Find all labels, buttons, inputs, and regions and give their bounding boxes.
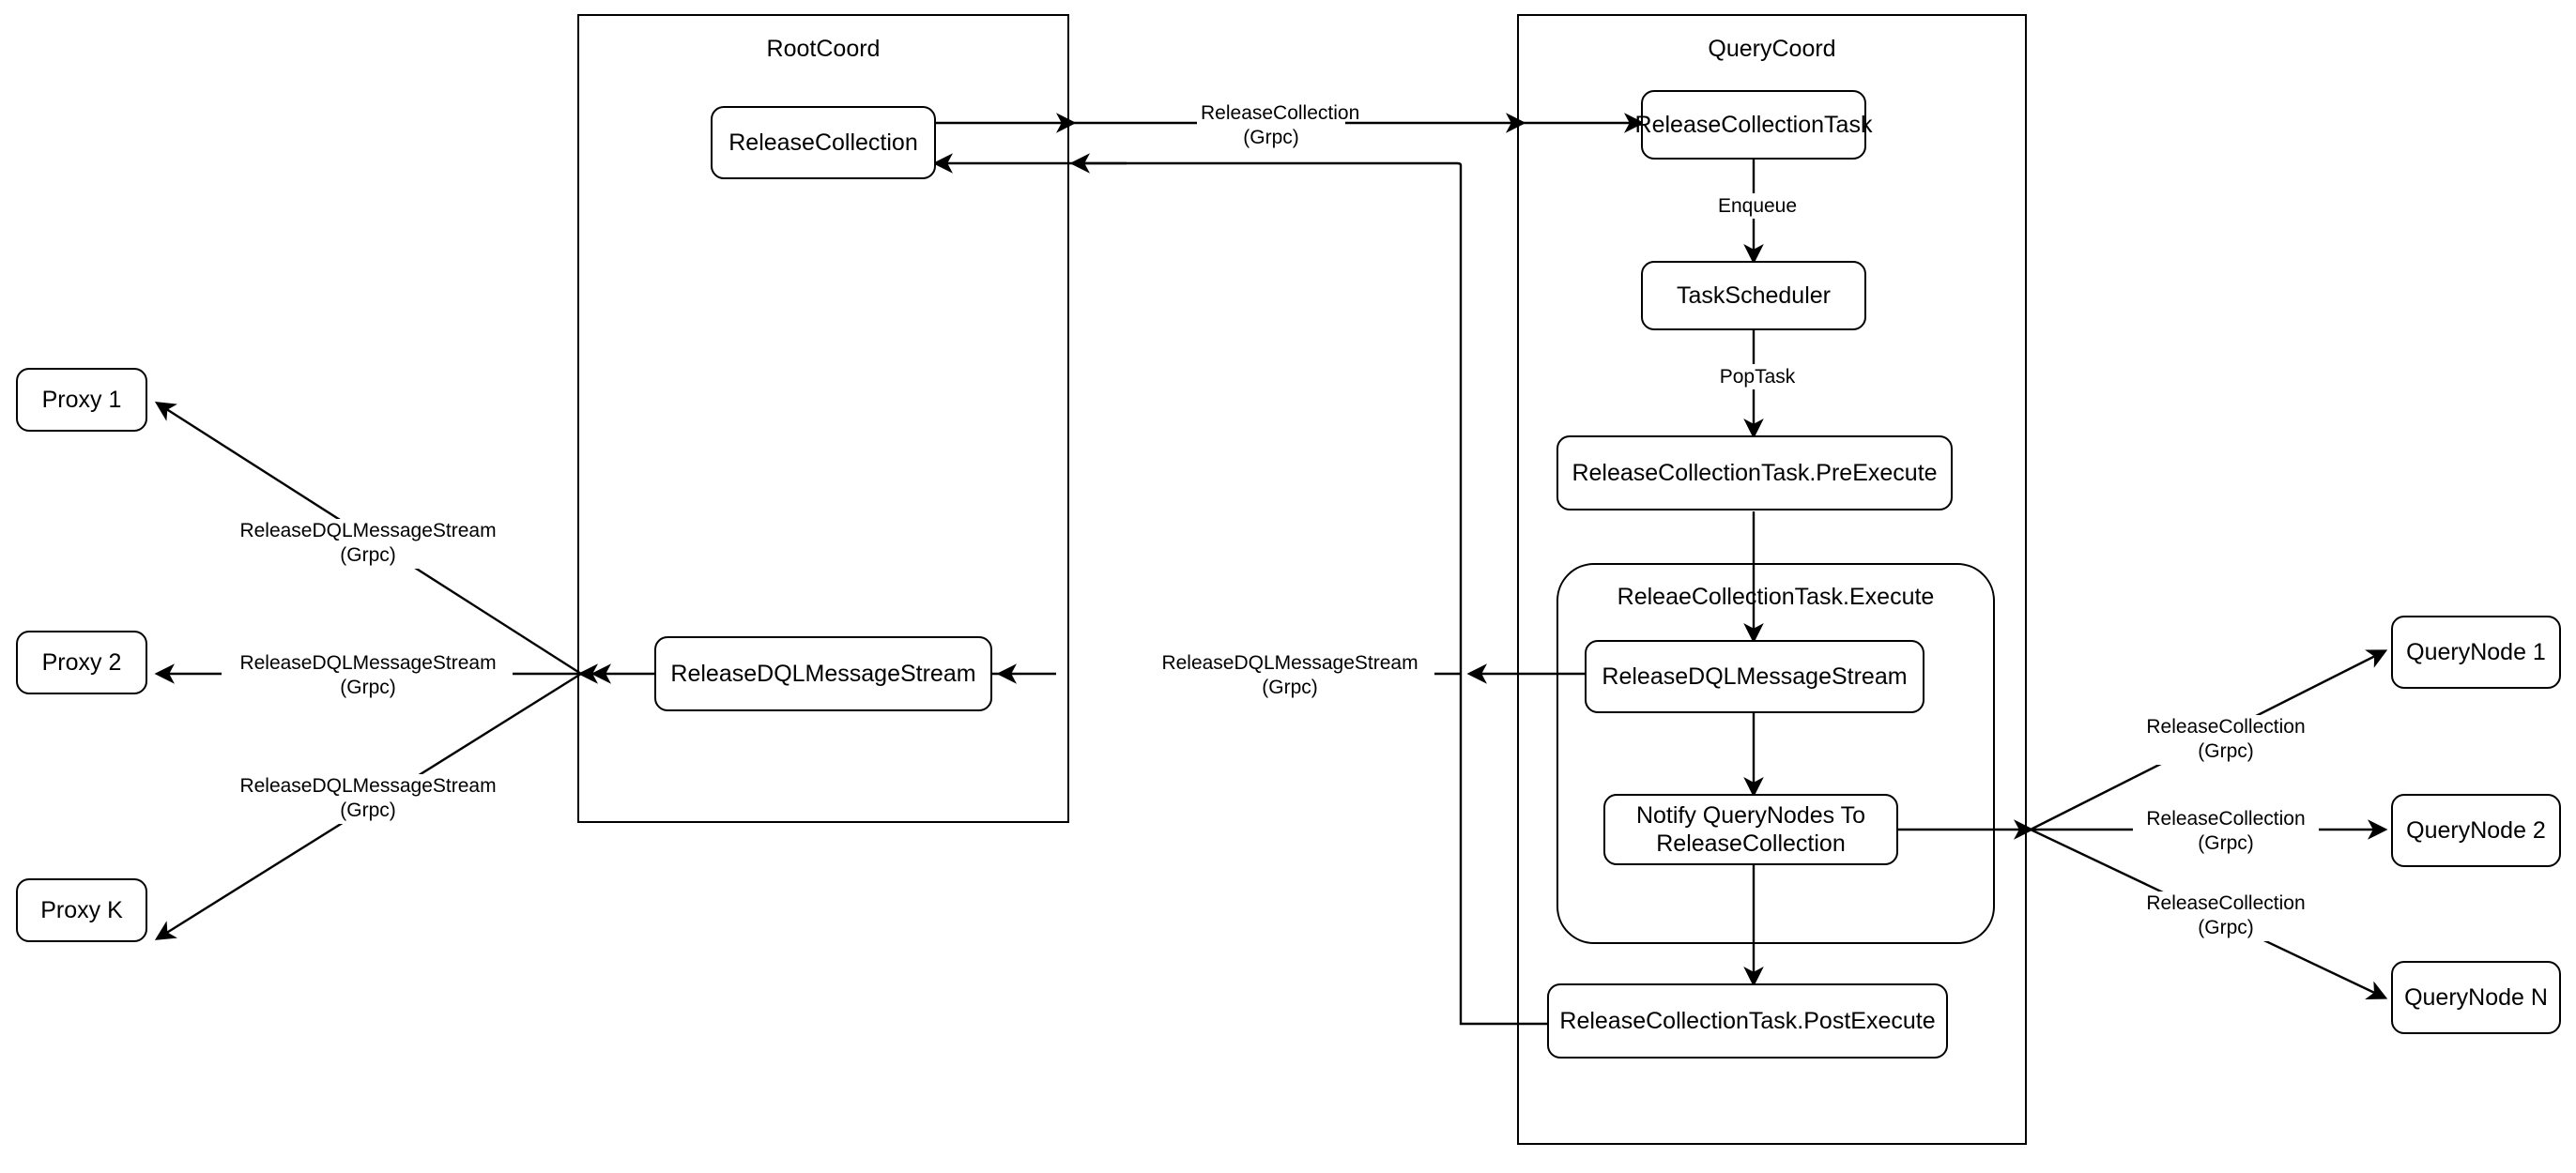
edge-postexecute-return (1073, 161, 1558, 1026)
node-proxy-k[interactable]: Proxy K (16, 878, 147, 942)
node-pre-execute[interactable]: ReleaseCollectionTask.PreExecute (1556, 435, 1953, 510)
node-querynode-1[interactable]: QueryNode 1 (2391, 616, 2561, 689)
edge-label-enqueue: Enqueue (1683, 194, 1832, 220)
execute-group-title: ReleaeCollectionTask.Execute (1617, 584, 1935, 610)
node-proxy-1[interactable]: Proxy 1 (16, 368, 147, 432)
node-task-scheduler[interactable]: TaskScheduler (1641, 261, 1866, 330)
edge-label-release-collection-grpc-top: ReleaseCollection (Grpc) (1197, 101, 1359, 151)
querycoord-container (1517, 14, 2027, 1145)
node-release-collection-task[interactable]: ReleaseCollectionTask (1635, 90, 1872, 160)
node-post-execute[interactable]: ReleaseCollectionTask.PostExecute (1547, 983, 1948, 1059)
node-querynode-2[interactable]: QueryNode 2 (2391, 794, 2561, 867)
node-rootcoord-release-dql-message-stream[interactable]: ReleaseDQLMessageStream (654, 636, 992, 711)
rootcoord-title: RootCoord (766, 36, 881, 62)
node-rootcoord-release-collection[interactable]: ReleaseCollection (711, 106, 936, 179)
rootcoord-container (577, 14, 1069, 823)
edge-label-release-collection-grpc-qn1: ReleaseCollection (Grpc) (2133, 715, 2319, 765)
edge-label-release-dql-grpc-proxyk: ReleaseDQLMessageStream (Grpc) (223, 774, 513, 824)
node-querynode-n[interactable]: QueryNode N (2391, 961, 2561, 1034)
execute-group-box (1556, 563, 1995, 944)
edge-label-release-dql-grpc-mid: ReleaseDQLMessageStream (Grpc) (1145, 651, 1434, 701)
edge-label-pop-task: PopTask (1683, 365, 1832, 390)
node-execute-release-dql-message-stream[interactable]: ReleaseDQLMessageStream (1585, 640, 1924, 713)
edge-label-release-collection-grpc-qn2: ReleaseCollection (Grpc) (2133, 807, 2319, 857)
node-proxy-2[interactable]: Proxy 2 (16, 631, 147, 694)
edge-label-release-dql-grpc-proxy1: ReleaseDQLMessageStream (Grpc) (223, 519, 513, 569)
node-notify-querynodes-to-releasecollection[interactable]: Notify QueryNodes To ReleaseCollection (1603, 794, 1898, 865)
edge-label-release-collection-grpc-qnn: ReleaseCollection (Grpc) (2133, 891, 2319, 941)
edge-label-release-dql-grpc-proxy2: ReleaseDQLMessageStream (Grpc) (223, 651, 513, 701)
querycoord-title: QueryCoord (1708, 36, 1836, 62)
